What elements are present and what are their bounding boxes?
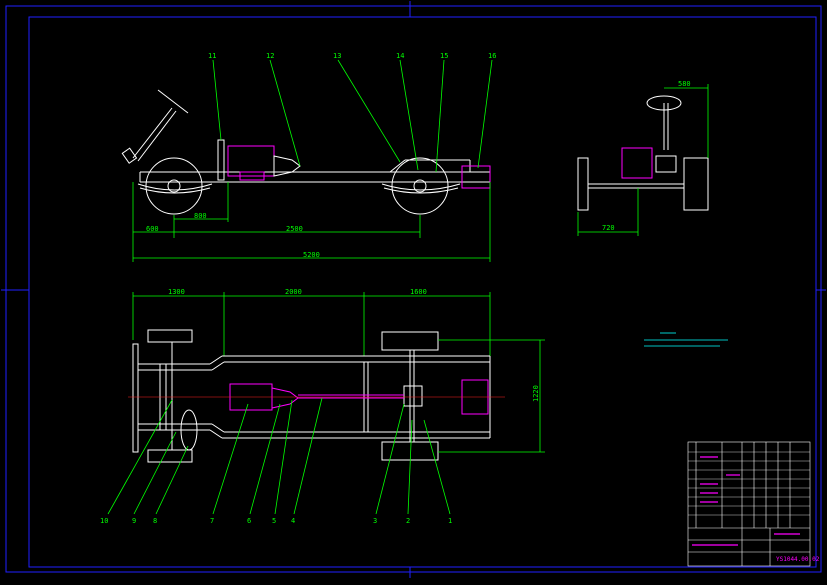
- label-4: 4: [291, 517, 295, 525]
- side-dimensions: [132, 182, 491, 262]
- dim-600: 600: [146, 225, 159, 233]
- side-view: 600 800 2500 5200 11 12 13 14 15 16: [121, 52, 496, 262]
- end-steering: [646, 95, 682, 150]
- label-1: 1: [448, 517, 452, 525]
- dim-800: 800: [194, 212, 207, 220]
- plan-steering-wheel: [180, 409, 198, 451]
- label-11: 11: [208, 52, 216, 60]
- rear-wheel: [391, 157, 449, 215]
- title-block-fill-marks: [692, 456, 800, 546]
- label-16: 16: [488, 52, 496, 60]
- label-6: 6: [247, 517, 251, 525]
- dim-1600: 1600: [410, 288, 427, 296]
- side-leaders: [212, 59, 493, 173]
- label-2: 2: [406, 517, 410, 525]
- dim-2500: 2500: [286, 225, 303, 233]
- label-3: 3: [373, 517, 377, 525]
- label-14: 14: [396, 52, 404, 60]
- dim-720: 720: [602, 224, 615, 232]
- end-dimensions: [577, 84, 709, 236]
- steering-column: [121, 89, 189, 164]
- drawing-number: YS1044.00.02: [776, 556, 820, 563]
- gearbox-side: [273, 155, 301, 177]
- dim-2000: 2000: [285, 288, 302, 296]
- label-8: 8: [153, 517, 157, 525]
- rear-battery: [461, 165, 491, 189]
- dim-580: 580: [678, 80, 691, 88]
- dim-5200: 5200: [303, 251, 320, 259]
- plan-top-dimensions: [132, 292, 491, 356]
- plan-width-dimension: [438, 339, 545, 453]
- plan-view: 1300 2000 1600: [100, 288, 545, 525]
- label-9: 9: [132, 517, 136, 525]
- label-13: 13: [333, 52, 341, 60]
- title-block: [687, 441, 811, 567]
- technical-notes: [644, 332, 728, 347]
- label-15: 15: [440, 52, 448, 60]
- engine-side: [227, 145, 275, 181]
- plan-rear-axle: [381, 331, 439, 461]
- end-view: 580 720: [577, 80, 709, 236]
- label-5: 5: [272, 517, 276, 525]
- label-7: 7: [210, 517, 214, 525]
- label-12: 12: [266, 52, 274, 60]
- end-frame: [577, 155, 709, 211]
- label-10: 10: [100, 517, 108, 525]
- leaf-springs: [137, 183, 461, 194]
- dim-1300: 1300: [168, 288, 185, 296]
- end-body: [621, 147, 653, 179]
- dim-1220: 1220: [532, 385, 540, 402]
- plan-leaders: [107, 397, 451, 515]
- front-wheel: [145, 157, 203, 215]
- plan-front-axle: [147, 329, 193, 463]
- title-block-rows: [688, 451, 810, 516]
